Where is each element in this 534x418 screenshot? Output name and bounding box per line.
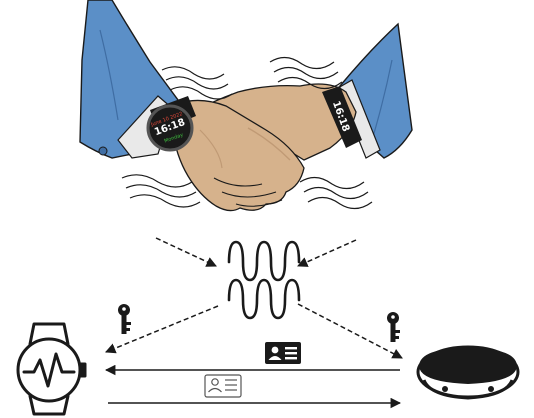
signal-arrows [105, 237, 403, 359]
arrow-wave-to-band [297, 303, 403, 359]
key-icon [387, 312, 400, 342]
id-card-icon [265, 342, 301, 364]
fitness-band-icon [416, 345, 520, 400]
arrow-band-to-wave [297, 239, 357, 267]
left-hand [171, 99, 305, 212]
arrow-watch-to-wave [155, 237, 217, 267]
id-card-icon [204, 374, 242, 398]
arrow-wave-to-watch [105, 305, 219, 354]
smartwatch: 16:18 June 10 2022 Monday [146, 96, 196, 152]
id-exchange-arrows [104, 364, 402, 409]
handshake-illustration: 16:18 June 10 2022 Monday 16:18 [79, 0, 413, 212]
heart-rate-watch-icon [16, 322, 87, 416]
key-icon [118, 304, 131, 334]
motion-lines [121, 56, 373, 210]
vibration-wave-icon [227, 240, 301, 320]
